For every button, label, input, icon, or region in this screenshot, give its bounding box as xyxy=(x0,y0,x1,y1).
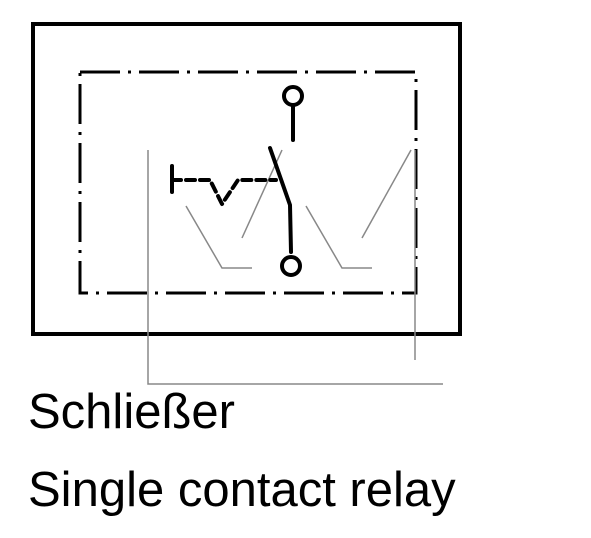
english-label: Single contact relay xyxy=(28,463,456,517)
switch-symbol xyxy=(170,85,304,277)
leader-hatch-4 xyxy=(361,149,412,239)
inner-dashdot-enclosure xyxy=(78,70,418,295)
leader-hatch-3 xyxy=(305,205,372,269)
lower-terminal xyxy=(280,255,302,277)
upper-terminal xyxy=(282,85,304,107)
outer-frame xyxy=(31,22,462,336)
moving-contact xyxy=(268,146,293,254)
actuator-linkage xyxy=(170,178,278,206)
leader-line-left xyxy=(147,150,443,385)
german-label: Schließer xyxy=(28,385,235,439)
leader-hatch-1 xyxy=(185,205,252,269)
